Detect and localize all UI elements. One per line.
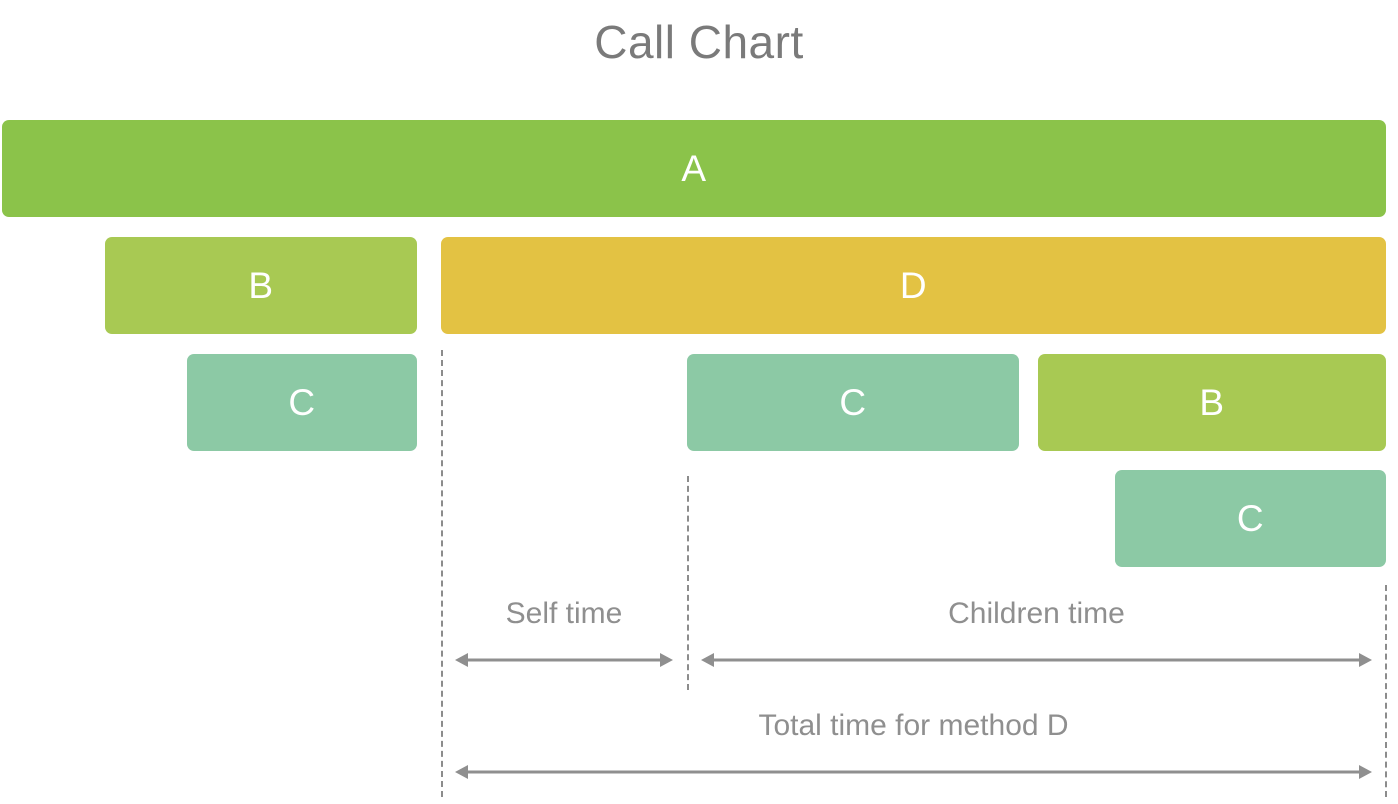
- measure-arrow-self-time: [441, 650, 687, 670]
- measure-label-total-time: Total time for method D: [758, 709, 1069, 742]
- call-bar-label: A: [681, 148, 707, 189]
- call-bar-d-depth1[interactable]: D: [441, 237, 1386, 334]
- call-bar-a-depth0[interactable]: A: [2, 120, 1386, 217]
- page-title: Call Chart: [594, 16, 804, 68]
- call-bar-label: B: [248, 265, 274, 306]
- call-bar-c-depth2[interactable]: C: [187, 354, 417, 451]
- call-bar-label: C: [288, 382, 316, 423]
- measure-arrow-total-time: [441, 762, 1386, 782]
- call-bar-label: D: [899, 265, 928, 306]
- guide-left: [441, 350, 443, 797]
- guide-right: [1385, 585, 1387, 797]
- call-bar-label: C: [1236, 498, 1265, 539]
- measure-arrow-children-time: [687, 650, 1386, 670]
- guide-middle: [687, 476, 689, 690]
- call-bar-c-depth2[interactable]: C: [687, 354, 1019, 451]
- call-bar-c-depth3[interactable]: C: [1115, 470, 1386, 567]
- call-bar-b-depth1[interactable]: B: [105, 237, 417, 334]
- measure-label-self-time: Self time: [505, 597, 623, 630]
- call-bar-label: C: [839, 382, 867, 423]
- call-bar-b-depth2[interactable]: B: [1038, 354, 1386, 451]
- measure-label-children-time: Children time: [948, 597, 1125, 630]
- call-bar-label: B: [1199, 382, 1225, 423]
